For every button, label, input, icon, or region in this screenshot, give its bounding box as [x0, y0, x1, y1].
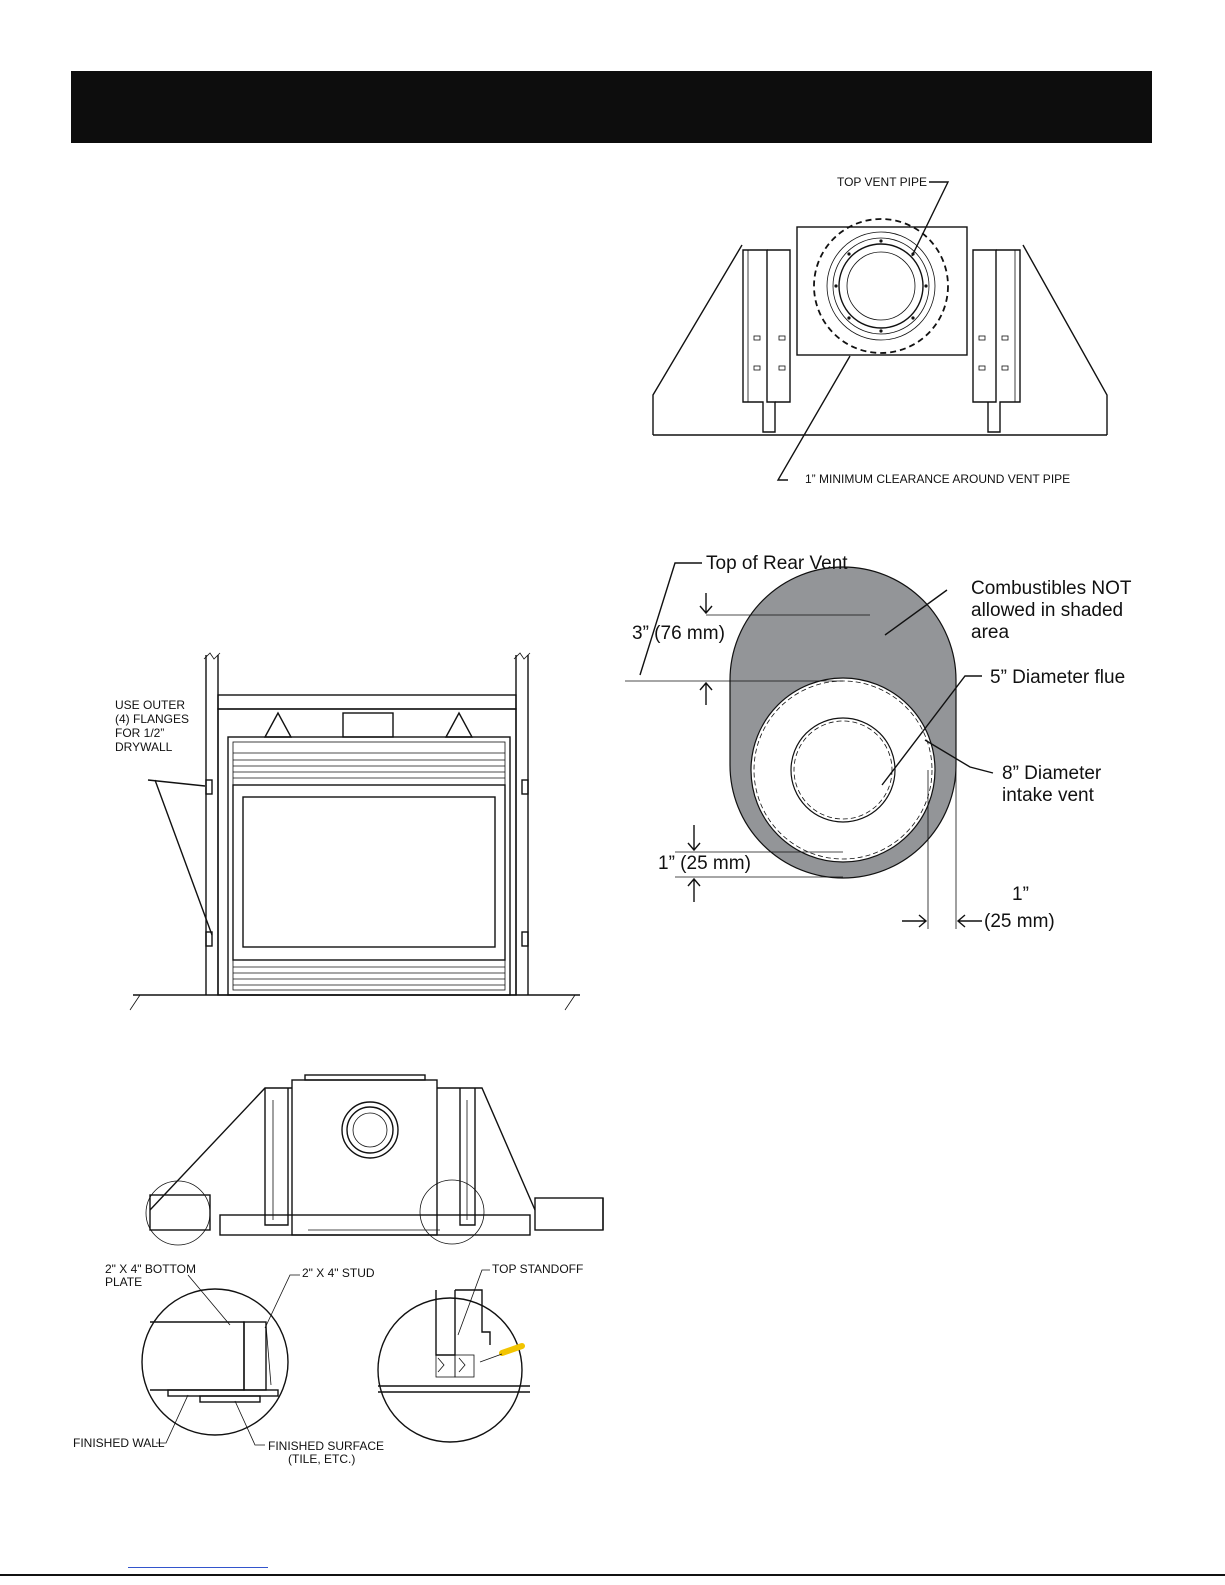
label-finished-surface-1: FINISHED SURFACE [268, 1439, 384, 1453]
label-top-standoff: TOP STANDOFF [492, 1262, 583, 1276]
screwdriver-icon [499, 1343, 525, 1356]
label-flanges-4: DRYWALL [115, 740, 173, 754]
label-1in-left: 1” (25 mm) [658, 853, 751, 874]
label-finished-wall: FINISHED WALL [73, 1436, 165, 1450]
label-1in-right-2: (25 mm) [984, 911, 1055, 932]
top-view-detail-diagram: 2" X 4" BOTTOM PLATE 2" X 4" STUD TOP ST… [73, 1074, 604, 1466]
header-bar [71, 71, 1152, 143]
label-combustibles-1: Combustibles NOT [971, 578, 1132, 599]
label-combustibles-2: allowed in shaded [971, 600, 1123, 621]
label-1in-right-1: 1” [1012, 884, 1029, 905]
rear-vent-diagram: Top of Rear Vent 3” (76 mm) Combustibles… [625, 553, 1132, 932]
bottom-rule [0, 1574, 1225, 1576]
label-min-clearance: 1” MINIMUM CLEARANCE AROUND VENT PIPE [805, 472, 1070, 486]
label-top-vent-pipe: TOP VENT PIPE [837, 175, 927, 189]
label-intake-1: 8” Diameter [1002, 763, 1102, 784]
right-bracket [972, 249, 1021, 433]
page-link-underline[interactable] [128, 1567, 268, 1568]
left-bracket [742, 249, 791, 433]
label-flue: 5” Diameter flue [990, 667, 1125, 688]
label-flanges-3: FOR 1/2” [115, 726, 164, 740]
label-bottom-plate-2: PLATE [105, 1275, 142, 1289]
label-3in: 3” (76 mm) [632, 623, 725, 644]
label-combustibles-3: area [971, 622, 1009, 643]
label-stud: 2" X 4" STUD [302, 1266, 375, 1280]
label-flanges-1: USE OUTER [115, 698, 185, 712]
label-top-rear-vent: Top of Rear Vent [706, 553, 848, 574]
label-bottom-plate-1: 2" X 4" BOTTOM [105, 1262, 196, 1276]
label-finished-surface-2: (TILE, ETC.) [288, 1452, 355, 1466]
label-flanges-2: (4) FLANGES [115, 712, 189, 726]
label-intake-2: intake vent [1002, 785, 1095, 806]
top-vent-diagram: TOP VENT PIPE 1” MINIMUM CLEARANCE AROUN… [652, 175, 1108, 486]
fireplace-front-diagram: USE OUTER (4) FLANGES FOR 1/2” DRYWALL [115, 652, 580, 1011]
